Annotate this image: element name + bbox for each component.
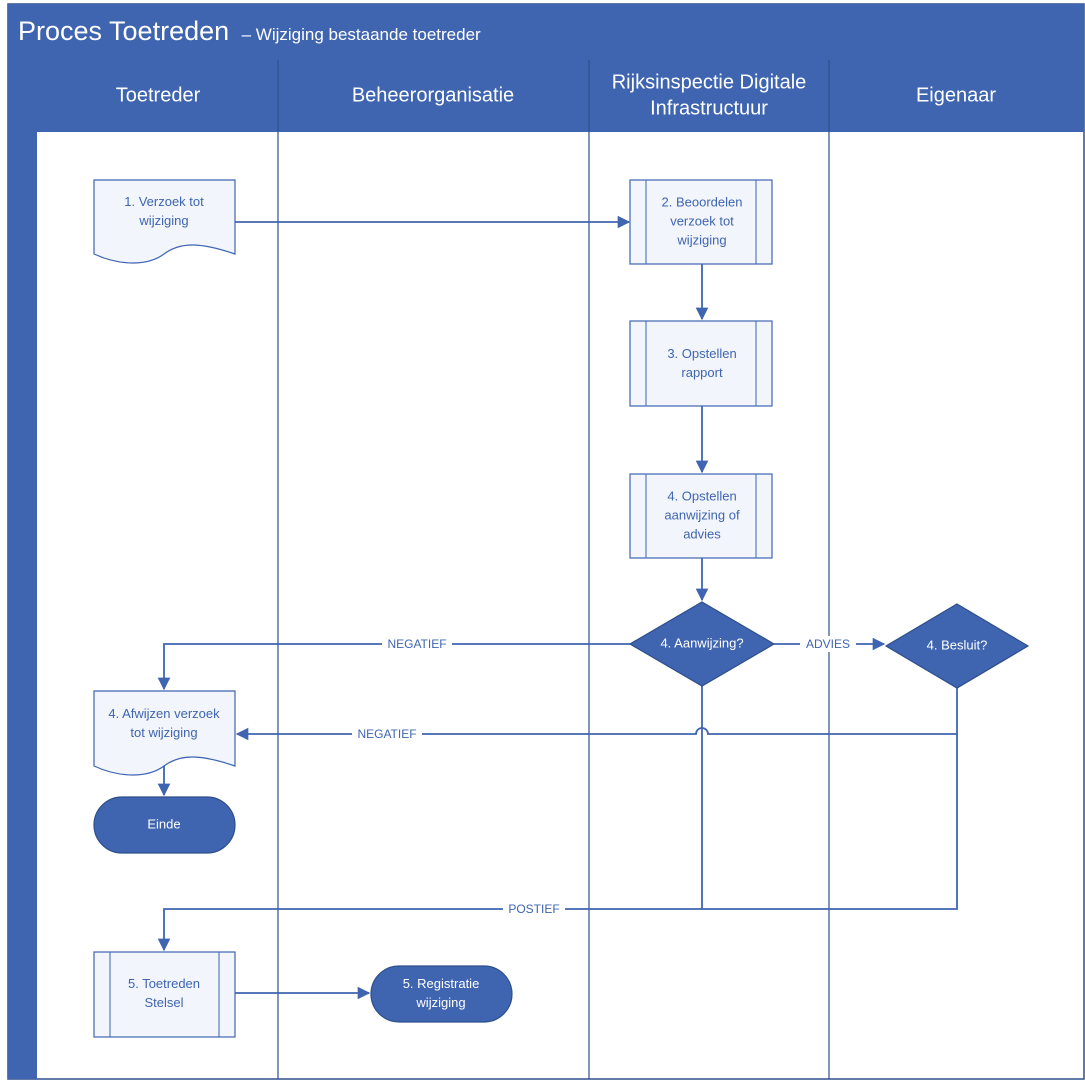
node-aanwijzing-subprocess[interactable] <box>629 473 773 559</box>
lane-header-rdi-line: Rijksinspectie Digitale <box>612 71 807 93</box>
node-label-n3-line: 3. Opstellen <box>667 346 736 361</box>
node-label-n5: 4. Afwijzen verzoek tot wijziging <box>108 706 220 740</box>
node-label-n1: 1. Verzoek tot wijziging <box>124 194 204 228</box>
node-label-d1-line: 4. Aanwijzing? <box>660 635 743 650</box>
subprocess-box <box>93 951 236 1038</box>
edge-label-negatief-1: NEGATIEF <box>387 637 446 651</box>
node-beoordelen-subprocess[interactable] <box>629 179 773 265</box>
node-label-n4: 4. Opstellen aanwijzing of advies <box>664 488 740 541</box>
lane-header-eigenaar-line: Eigenaar <box>916 84 996 106</box>
edge-label-negatief-2: NEGATIEF <box>357 727 416 741</box>
lane-header-beheerorganisatie: Beheerorganisatie <box>352 84 514 106</box>
decision-besluit[interactable] <box>884 603 1030 689</box>
lane-header-eigenaar: Eigenaar <box>916 84 996 106</box>
node-label-n2-line: 2. Beoordelen <box>662 194 743 209</box>
node-rapport-subprocess[interactable] <box>629 320 773 407</box>
title-sub: – Wijziging bestaande toetreder <box>242 25 481 44</box>
node-label-d2: 4. Besluit? <box>927 637 988 652</box>
edge-label-bg <box>352 726 422 742</box>
node-label-n3: 3. Opstellen rapport <box>667 346 736 380</box>
edge-label-bg <box>800 636 856 652</box>
node-label-n1-line: 1. Verzoek tot <box>124 194 204 209</box>
edge-label-bg <box>382 636 452 652</box>
edge-negatief-2 <box>235 688 958 741</box>
diagram-title: Proces Toetreden – Wijziging bestaande t… <box>18 16 481 46</box>
node-label-n5-line: tot wijziging <box>130 725 197 740</box>
edge-label-bg <box>503 901 565 917</box>
lane-header-rdi-line: Infrastructuur <box>650 97 768 119</box>
edge-label-postief: POSTIEF <box>508 902 559 916</box>
lane-header-beheerorganisatie-line: Beheerorganisatie <box>352 84 514 106</box>
node-afwijzen-document[interactable] <box>93 690 236 776</box>
lane-header-bar <box>37 60 1084 132</box>
edge-negatief-1 <box>157 643 630 691</box>
title-main: Proces Toetreden <box>18 16 229 46</box>
node-label-n7-line: wijziging <box>415 995 465 1010</box>
node-label-n6-line: Stelsel <box>144 995 183 1010</box>
node-label-n7-line: 5. Registratie <box>403 976 480 991</box>
node-label-n2-line: wijziging <box>676 232 726 247</box>
node-label-d2-line: 4. Besluit? <box>927 637 988 652</box>
node-label-end-line: Einde <box>147 816 180 831</box>
node-label-end: Einde <box>147 816 180 831</box>
node-label-n1-line: wijziging <box>138 213 188 228</box>
node-label-n4-line: aanwijzing of <box>664 507 740 522</box>
title-bar <box>8 4 1084 60</box>
lane-header-toetreder-line: Toetreder <box>116 84 201 106</box>
terminator-einde[interactable] <box>93 796 236 854</box>
pool-strip <box>8 60 37 1079</box>
subprocess-box <box>629 473 773 559</box>
node-label-d1: 4. Aanwijzing? <box>660 635 743 650</box>
node-toetreden-subprocess[interactable] <box>93 951 236 1038</box>
node-label-n3-line: rapport <box>681 365 723 380</box>
pool-frame <box>7 3 1085 1080</box>
lane-header-toetreder: Toetreder <box>116 84 201 106</box>
edge-label-advies: ADVIES <box>806 637 850 651</box>
subprocess-box <box>629 320 773 407</box>
terminator-registratie[interactable] <box>370 965 513 1023</box>
subprocess-box <box>629 179 773 265</box>
decision-aanwijzing[interactable] <box>628 601 776 687</box>
node-label-n7: 5. Registratie wijziging <box>403 976 480 1010</box>
node-verzoek-document[interactable] <box>93 179 236 264</box>
node-label-n4-line: advies <box>683 526 721 541</box>
node-label-n2: 2. Beoordelen verzoek tot wijziging <box>662 194 743 247</box>
node-label-n4-line: 4. Opstellen <box>667 488 736 503</box>
node-label-n6-line: 5. Toetreden <box>128 976 200 991</box>
node-label-n2-line: verzoek tot <box>670 213 734 228</box>
node-label-n5-line: 4. Afwijzen verzoek <box>108 706 220 721</box>
